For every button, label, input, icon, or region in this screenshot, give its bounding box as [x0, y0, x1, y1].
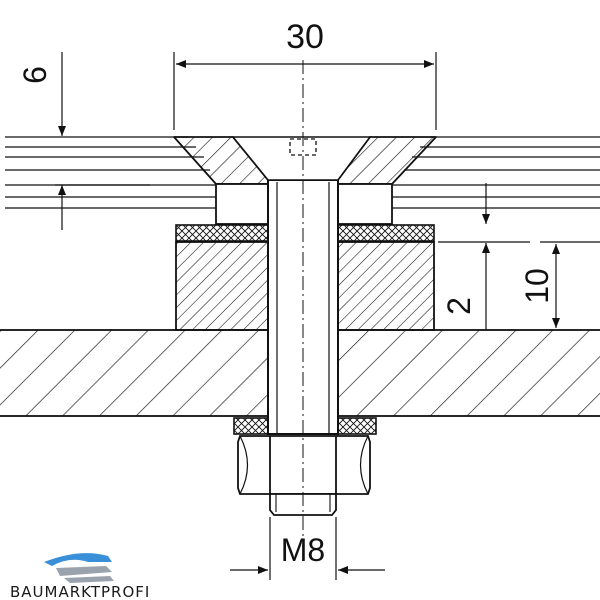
dimension-label-2: 2 — [441, 297, 477, 315]
dimension-label-6: 6 — [17, 66, 53, 84]
bottom-washer — [233, 417, 377, 435]
screw-head — [231, 136, 372, 181]
countersunk-bushing — [173, 136, 437, 185]
logo-text: BAUMARKTPROFI — [10, 583, 150, 600]
hex-nut — [237, 435, 371, 495]
dimension-spacer-height — [540, 241, 600, 328]
dimension-plate-thickness — [55, 52, 150, 230]
dimension-label-10: 10 — [519, 268, 555, 304]
logo-roof-icon — [44, 553, 112, 566]
rubber-washer-top — [175, 224, 435, 242]
base-plate — [0, 329, 600, 417]
dimension-label-m8: M8 — [281, 532, 325, 568]
logo-wave-icon — [56, 566, 112, 576]
dimension-thread — [230, 517, 385, 580]
dimension-gap — [438, 183, 530, 330]
baumarktprofi-logo: BAUMARKTPROFI — [10, 553, 150, 600]
spacer-block — [175, 241, 435, 331]
dimension-head-width — [173, 52, 437, 130]
dimension-label-30: 30 — [286, 18, 324, 56]
